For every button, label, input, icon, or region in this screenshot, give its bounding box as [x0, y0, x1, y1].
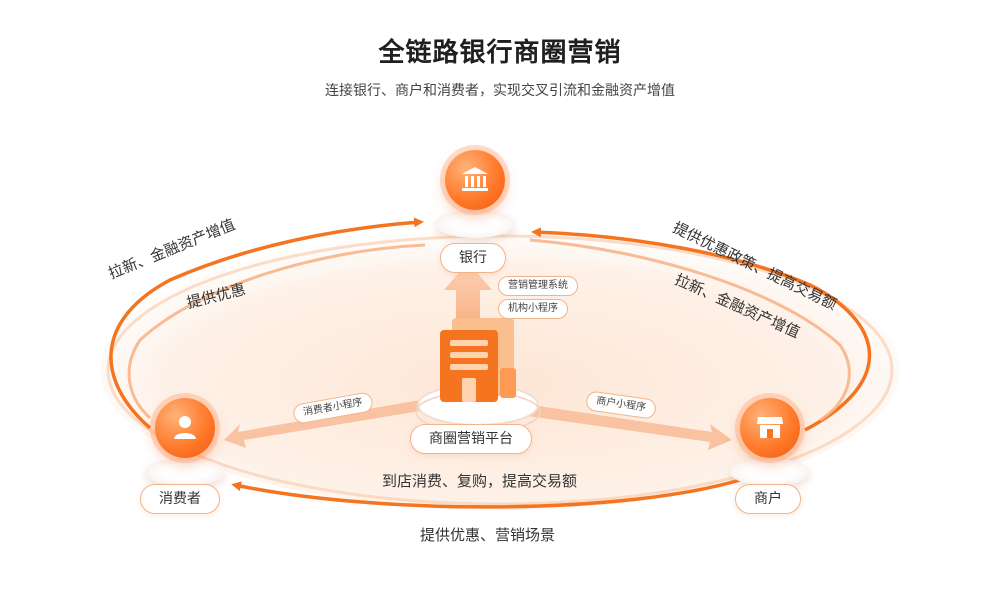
- arc-bank-to-merchant: [529, 238, 851, 422]
- consumer-label[interactable]: 消费者: [140, 484, 220, 514]
- bank-icon: [462, 167, 488, 191]
- consumer-node-icon: [140, 398, 230, 498]
- tag-institution-miniprogram[interactable]: 机构小程序: [498, 299, 568, 319]
- building-icon: [440, 318, 516, 402]
- arc-consumer-to-bank: [109, 217, 424, 430]
- background-oval-edge: [106, 234, 894, 506]
- arc-merchant-to-bank: [531, 227, 872, 432]
- tag-marketing-system[interactable]: 营销管理系统: [498, 276, 578, 296]
- merchant-label[interactable]: 商户: [735, 484, 801, 514]
- arc-bottom-outer: [231, 478, 741, 509]
- platform-label[interactable]: 商圈营销平台: [410, 424, 532, 454]
- page-subtitle: 连接银行、商户和消费者，实现交叉引流和金融资产增值: [325, 83, 675, 99]
- bank-node-icon: [430, 150, 520, 250]
- arc-label-bottom-outer: 提供优惠、营销场景: [420, 526, 556, 544]
- page-title: 全链路银行商圈营销: [378, 38, 622, 68]
- beam-platform-to-consumer: [224, 400, 426, 448]
- beam-platform-to-merchant: [528, 405, 732, 450]
- beam-platform-to-bank: [444, 262, 492, 320]
- merchant-node-icon: [725, 398, 815, 498]
- arc-label-bottom-inner: 到店消费、复购，提高交易额: [382, 472, 578, 490]
- user-icon: [174, 416, 196, 439]
- bank-label[interactable]: 银行: [440, 243, 506, 273]
- arc-bank-to-consumer: [127, 243, 426, 420]
- shop-icon: [757, 417, 783, 438]
